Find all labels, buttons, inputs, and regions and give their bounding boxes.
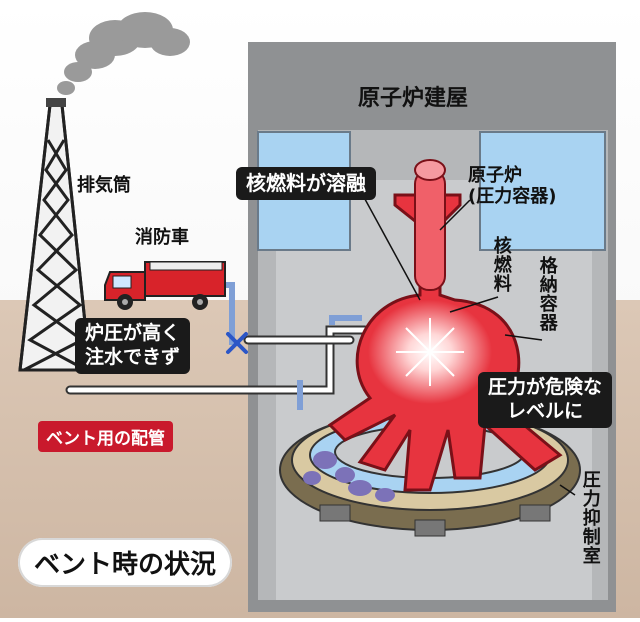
smoke-cloud xyxy=(57,12,190,95)
pressure-arrows xyxy=(396,318,464,386)
reactor-pressure-vessel xyxy=(414,159,446,291)
callout-high-pressure: 炉圧が高く 注水できず xyxy=(75,318,191,374)
containment-label: 格納容器 xyxy=(536,256,558,332)
suppression-label: 圧力抑制室 xyxy=(579,470,601,565)
callout-danger-level-line2: レベルに xyxy=(507,399,584,422)
diagram-title: ベント時の状況 xyxy=(18,538,233,587)
fuel-label: 核燃料 xyxy=(490,236,512,293)
callout-danger-level: 圧力が危険な レベルに xyxy=(478,372,613,428)
reactor-label-line2: (圧力容器) xyxy=(468,185,557,207)
leader-lines xyxy=(359,189,576,496)
callout-high-pressure-line2: 注水できず xyxy=(85,345,181,368)
reactor-label: 原子炉 (圧力容器) xyxy=(468,165,557,207)
stack-label: 排気筒 xyxy=(77,175,131,196)
callout-high-pressure-line1: 炉圧が高く xyxy=(85,322,181,344)
firetruck-label: 消防車 xyxy=(135,227,189,248)
fire-truck xyxy=(104,261,226,310)
vent-pipe xyxy=(65,325,370,395)
callout-fuel-melting: 核燃料が溶融 xyxy=(236,167,376,200)
vent-pipe-badge: ベント用の配管 xyxy=(38,421,173,452)
building-label: 原子炉建屋 xyxy=(358,86,469,111)
callout-danger-level-line1: 圧力が危険な xyxy=(488,376,603,398)
reactor-label-line1: 原子炉 xyxy=(468,165,522,186)
blocked-icon xyxy=(226,332,248,354)
